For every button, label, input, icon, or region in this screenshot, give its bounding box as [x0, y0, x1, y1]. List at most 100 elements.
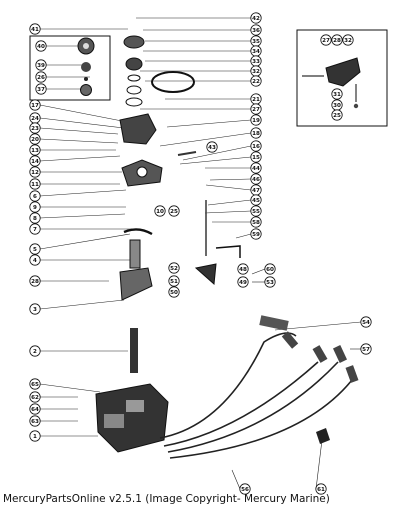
callout-circle — [250, 114, 262, 126]
callout-number: 60 — [266, 267, 274, 273]
callout-circle — [331, 109, 343, 121]
callout-circle — [35, 83, 47, 95]
callout-circle — [29, 303, 41, 315]
callout-number: 25 — [333, 113, 341, 119]
callout-25-inset: 25 — [331, 109, 343, 121]
parts-drawing — [29, 29, 388, 459]
callout-circle — [29, 122, 41, 134]
callout-28-inset: 28 — [331, 34, 343, 46]
left-inset-box — [29, 35, 111, 101]
callout-16-right: 16 — [250, 140, 262, 152]
callout-1-left: 1 — [29, 430, 41, 442]
leader-line — [204, 210, 252, 214]
callout-number: 1 — [33, 434, 37, 440]
housing-bore — [136, 166, 148, 178]
leader-line — [209, 178, 252, 181]
callout-circle — [360, 316, 372, 328]
callout-number: 40 — [37, 44, 45, 50]
small-screw-part — [84, 77, 88, 81]
callout-number: 32 — [344, 38, 352, 44]
callout-circle — [29, 345, 41, 357]
leader-line — [39, 233, 131, 250]
callout-number: 3 — [33, 307, 37, 313]
callout-circle — [331, 34, 343, 46]
callout-number: 49 — [239, 280, 247, 286]
boot-4-part — [345, 365, 359, 383]
block-face — [104, 414, 124, 428]
block-face-top — [126, 400, 144, 412]
callout-number: 17 — [31, 103, 39, 109]
callout-7-left: 7 — [29, 223, 41, 235]
callout-number: 52 — [170, 266, 178, 272]
callout-circle — [331, 88, 343, 100]
callout-number: 28 — [333, 38, 341, 44]
callout-42-right: 42 — [250, 12, 262, 24]
callout-51-lower: 51 — [168, 275, 180, 287]
callout-4-left: 4 — [29, 254, 41, 266]
callout-number: 28 — [31, 279, 39, 285]
callout-number: 59 — [252, 232, 260, 238]
callout-34-right: 34 — [250, 45, 262, 57]
lead-clip-part — [316, 428, 330, 444]
leader-line — [39, 299, 125, 310]
spark-plug-lead-4 — [169, 379, 353, 459]
callout-24-left: 24 — [29, 112, 41, 124]
callout-32-inset: 32 — [342, 34, 354, 46]
callout-22-right: 22 — [250, 75, 262, 87]
leader-line — [315, 439, 323, 490]
callout-circle — [342, 34, 354, 46]
bracket-washer — [353, 103, 359, 109]
callout-11-left: 11 — [29, 178, 41, 190]
callout-48-lower: 48 — [237, 263, 249, 275]
leader-line — [39, 155, 121, 162]
leader-line — [182, 145, 252, 161]
callout-circle — [250, 162, 262, 174]
callout-43-lower: 43 — [206, 141, 218, 153]
callout-21-right: 21 — [250, 93, 262, 105]
leader-line — [39, 117, 125, 129]
link-rod-part — [177, 151, 197, 156]
callout-circle — [29, 144, 41, 156]
callout-number: 58 — [252, 220, 260, 226]
callout-44-right: 44 — [250, 162, 262, 174]
callout-25-lower: 25 — [168, 205, 180, 217]
callout-number: 55 — [252, 209, 260, 215]
callout-12-left: 12 — [29, 166, 41, 178]
callout-54-right: 54 — [360, 316, 372, 328]
callout-circle — [250, 12, 262, 24]
callout-circle — [29, 415, 41, 427]
callout-number: 57 — [362, 347, 370, 353]
callout-number: 41 — [31, 27, 39, 33]
callout-28-left: 28 — [29, 275, 41, 287]
callout-circle — [29, 212, 41, 224]
callout-circle — [154, 205, 166, 217]
plate-part — [80, 84, 92, 96]
callout-circle — [29, 430, 41, 442]
callout-circle — [29, 254, 41, 266]
callout-circle — [29, 23, 41, 35]
callout-number: 44 — [252, 166, 260, 172]
callout-65-left: 65 — [29, 378, 41, 390]
callout-number: 22 — [252, 79, 260, 85]
callout-number: 54 — [362, 320, 370, 326]
leader-line — [207, 199, 252, 206]
callout-circle — [29, 275, 41, 287]
callout-61-right: 61 — [315, 483, 327, 495]
callout-14-left: 14 — [29, 155, 41, 167]
callout-number: 63 — [31, 419, 39, 425]
callout-number: 4 — [33, 258, 37, 264]
callout-number: 46 — [252, 177, 260, 183]
leader-line — [235, 233, 252, 239]
callout-circle — [29, 243, 41, 255]
callout-number: 62 — [31, 395, 39, 401]
leader-lines — [39, 17, 362, 490]
leader-line — [179, 156, 252, 165]
callout-circle — [35, 59, 47, 71]
callout-circle — [29, 378, 41, 390]
callout-9-left: 9 — [29, 201, 41, 213]
breaker-plate-part — [119, 113, 157, 145]
bracket-part — [325, 57, 361, 87]
callout-47-right: 47 — [250, 184, 262, 196]
callout-circle — [168, 262, 180, 274]
leader-line — [274, 321, 362, 331]
